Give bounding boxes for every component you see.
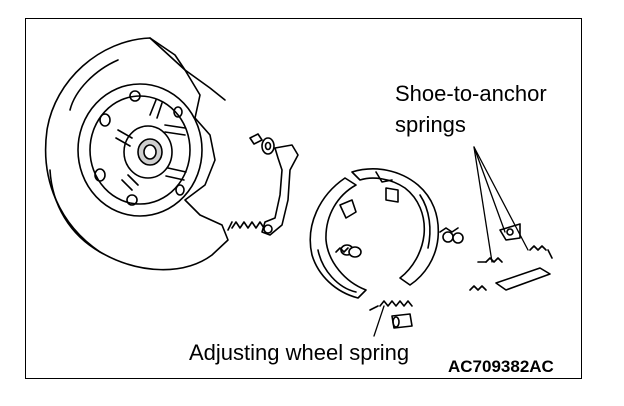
adjusting-wheel-spring-label: Adjusting wheel spring	[189, 340, 410, 365]
figure-code: AC709382AC	[448, 357, 554, 376]
shoe-to-anchor-springs	[469, 146, 553, 291]
brake-shoes	[309, 168, 464, 299]
shoe-to-anchor-label-line2: springs	[395, 112, 466, 137]
hold-down-parts	[227, 133, 299, 236]
adjusting-wheel-spring	[369, 300, 413, 337]
wheel-hub	[77, 83, 203, 217]
shoe-to-anchor-label-line1: Shoe-to-anchor	[395, 81, 547, 106]
